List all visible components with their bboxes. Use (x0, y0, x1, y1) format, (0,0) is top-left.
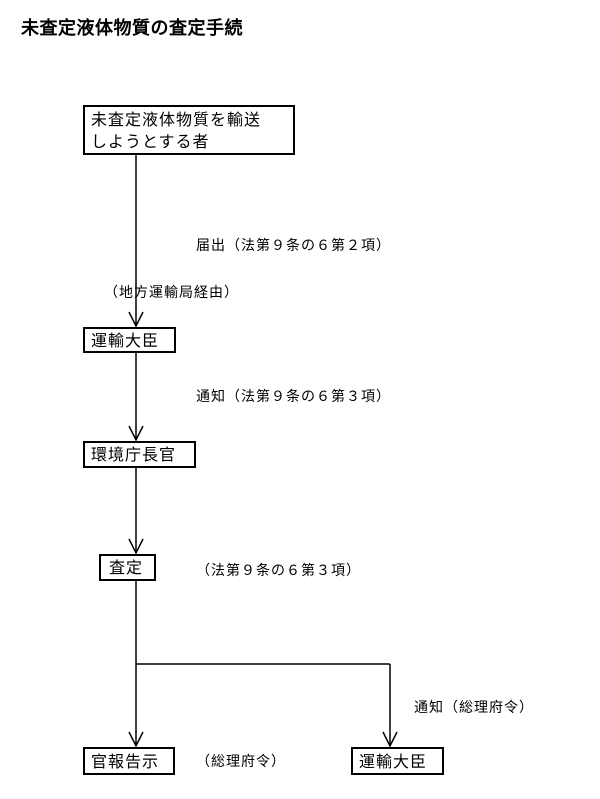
node-applicant-line1: 未査定液体物質を輸送 (91, 110, 262, 129)
node-transport-minister: 運輸大臣 (83, 327, 176, 353)
node-env-agency: 環境庁長官 (83, 441, 196, 468)
node-transport-minister-2: 運輸大臣 (351, 747, 444, 775)
node-applicant-line2: しようとする者 (91, 132, 210, 151)
arrowhead-assessment (128, 538, 144, 555)
arrowhead-minister-2 (382, 731, 398, 748)
label-notice-pm-ordinance: 通知（総理府令） (414, 700, 534, 716)
label-notification-filing: 届出（法第９条の６第２項） (196, 238, 391, 254)
label-via-regional-bureau: （地方運輸局経由） (104, 285, 239, 301)
label-notice-1: 通知（法第９条の６第３項） (196, 389, 391, 405)
arrowhead-gazette (128, 731, 144, 748)
node-applicant: 未査定液体物質を輸送 しようとする者 (83, 105, 295, 155)
arrowhead-minister (128, 311, 144, 328)
page-title: 未査定液体物質の査定手続 (21, 18, 243, 39)
label-assessment-basis: （法第９条の６第３項） (196, 563, 361, 579)
node-gazette: 官報告示 (83, 747, 175, 775)
node-assessment: 査定 (99, 554, 156, 581)
label-pm-ordinance: （総理府令） (196, 754, 286, 770)
arrowhead-env (128, 425, 144, 442)
